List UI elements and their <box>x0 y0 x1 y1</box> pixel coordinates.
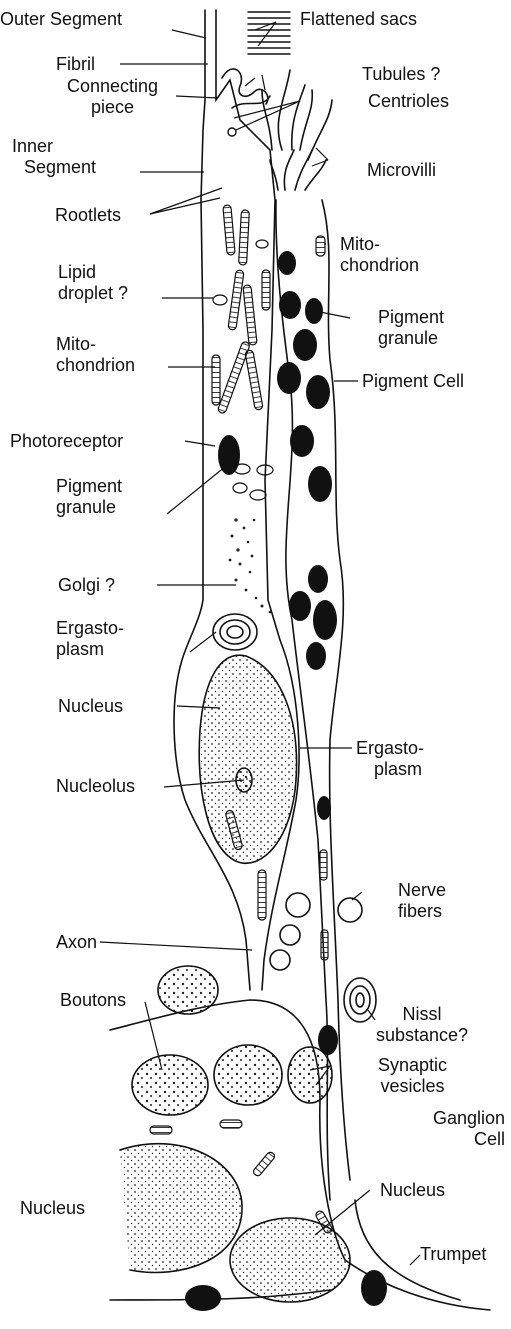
label-nucleus-lower-left: Nucleus <box>20 1198 85 1219</box>
label-nucleus-lower-right: Nucleus <box>380 1180 445 1201</box>
label-boutons: Boutons <box>60 990 126 1011</box>
label-trumpet: Trumpet <box>420 1244 486 1265</box>
label-ergastoplasm-upper: Ergasto-plasm <box>56 618 124 660</box>
label-outer-segment: Outer Segment <box>0 9 122 30</box>
label-ganglion-cell: GanglionCell <box>390 1108 505 1150</box>
label-pigment-granule-left: Pigmentgranule <box>56 476 122 518</box>
label-pigment-granule-right: Pigmentgranule <box>378 307 444 349</box>
label-inner-segment: InnerSegment <box>12 136 96 178</box>
label-mitochondrion-left: Mito-chondrion <box>56 334 135 376</box>
photoreceptor-nucleus <box>199 655 296 863</box>
label-mitochondrion-right: Mito-chondrion <box>340 234 419 276</box>
label-nucleus-upper: Nucleus <box>58 696 123 717</box>
label-pigment-cell: Pigment Cell <box>362 371 464 392</box>
label-centrioles: Centrioles <box>368 91 449 112</box>
label-connecting-piece: Connectingpiece <box>50 76 175 118</box>
label-axon: Axon <box>56 932 97 953</box>
label-synaptic-vesicles: Synapticvesicles <box>350 1055 475 1097</box>
label-nucleolus: Nucleolus <box>56 776 135 797</box>
label-photoreceptor: Photoreceptor <box>10 431 123 452</box>
label-nissl-substance: Nisslsubstance? <box>362 1004 482 1046</box>
label-tubules: Tubules ? <box>362 64 440 85</box>
label-lipid-droplet: Lipiddroplet ? <box>58 262 128 304</box>
label-golgi: Golgi ? <box>58 575 115 596</box>
label-nerve-fibers: Nervefibers <box>398 880 446 922</box>
label-flattened-sacs: Flattened sacs <box>300 9 417 30</box>
ganglion-nucleus-left <box>120 1144 242 1273</box>
label-ergastoplasm-lower: Ergasto-plasm <box>356 738 424 780</box>
label-fibril: Fibril <box>56 54 95 75</box>
label-rootlets: Rootlets <box>55 205 121 226</box>
label-microvilli: Microvilli <box>367 160 436 181</box>
